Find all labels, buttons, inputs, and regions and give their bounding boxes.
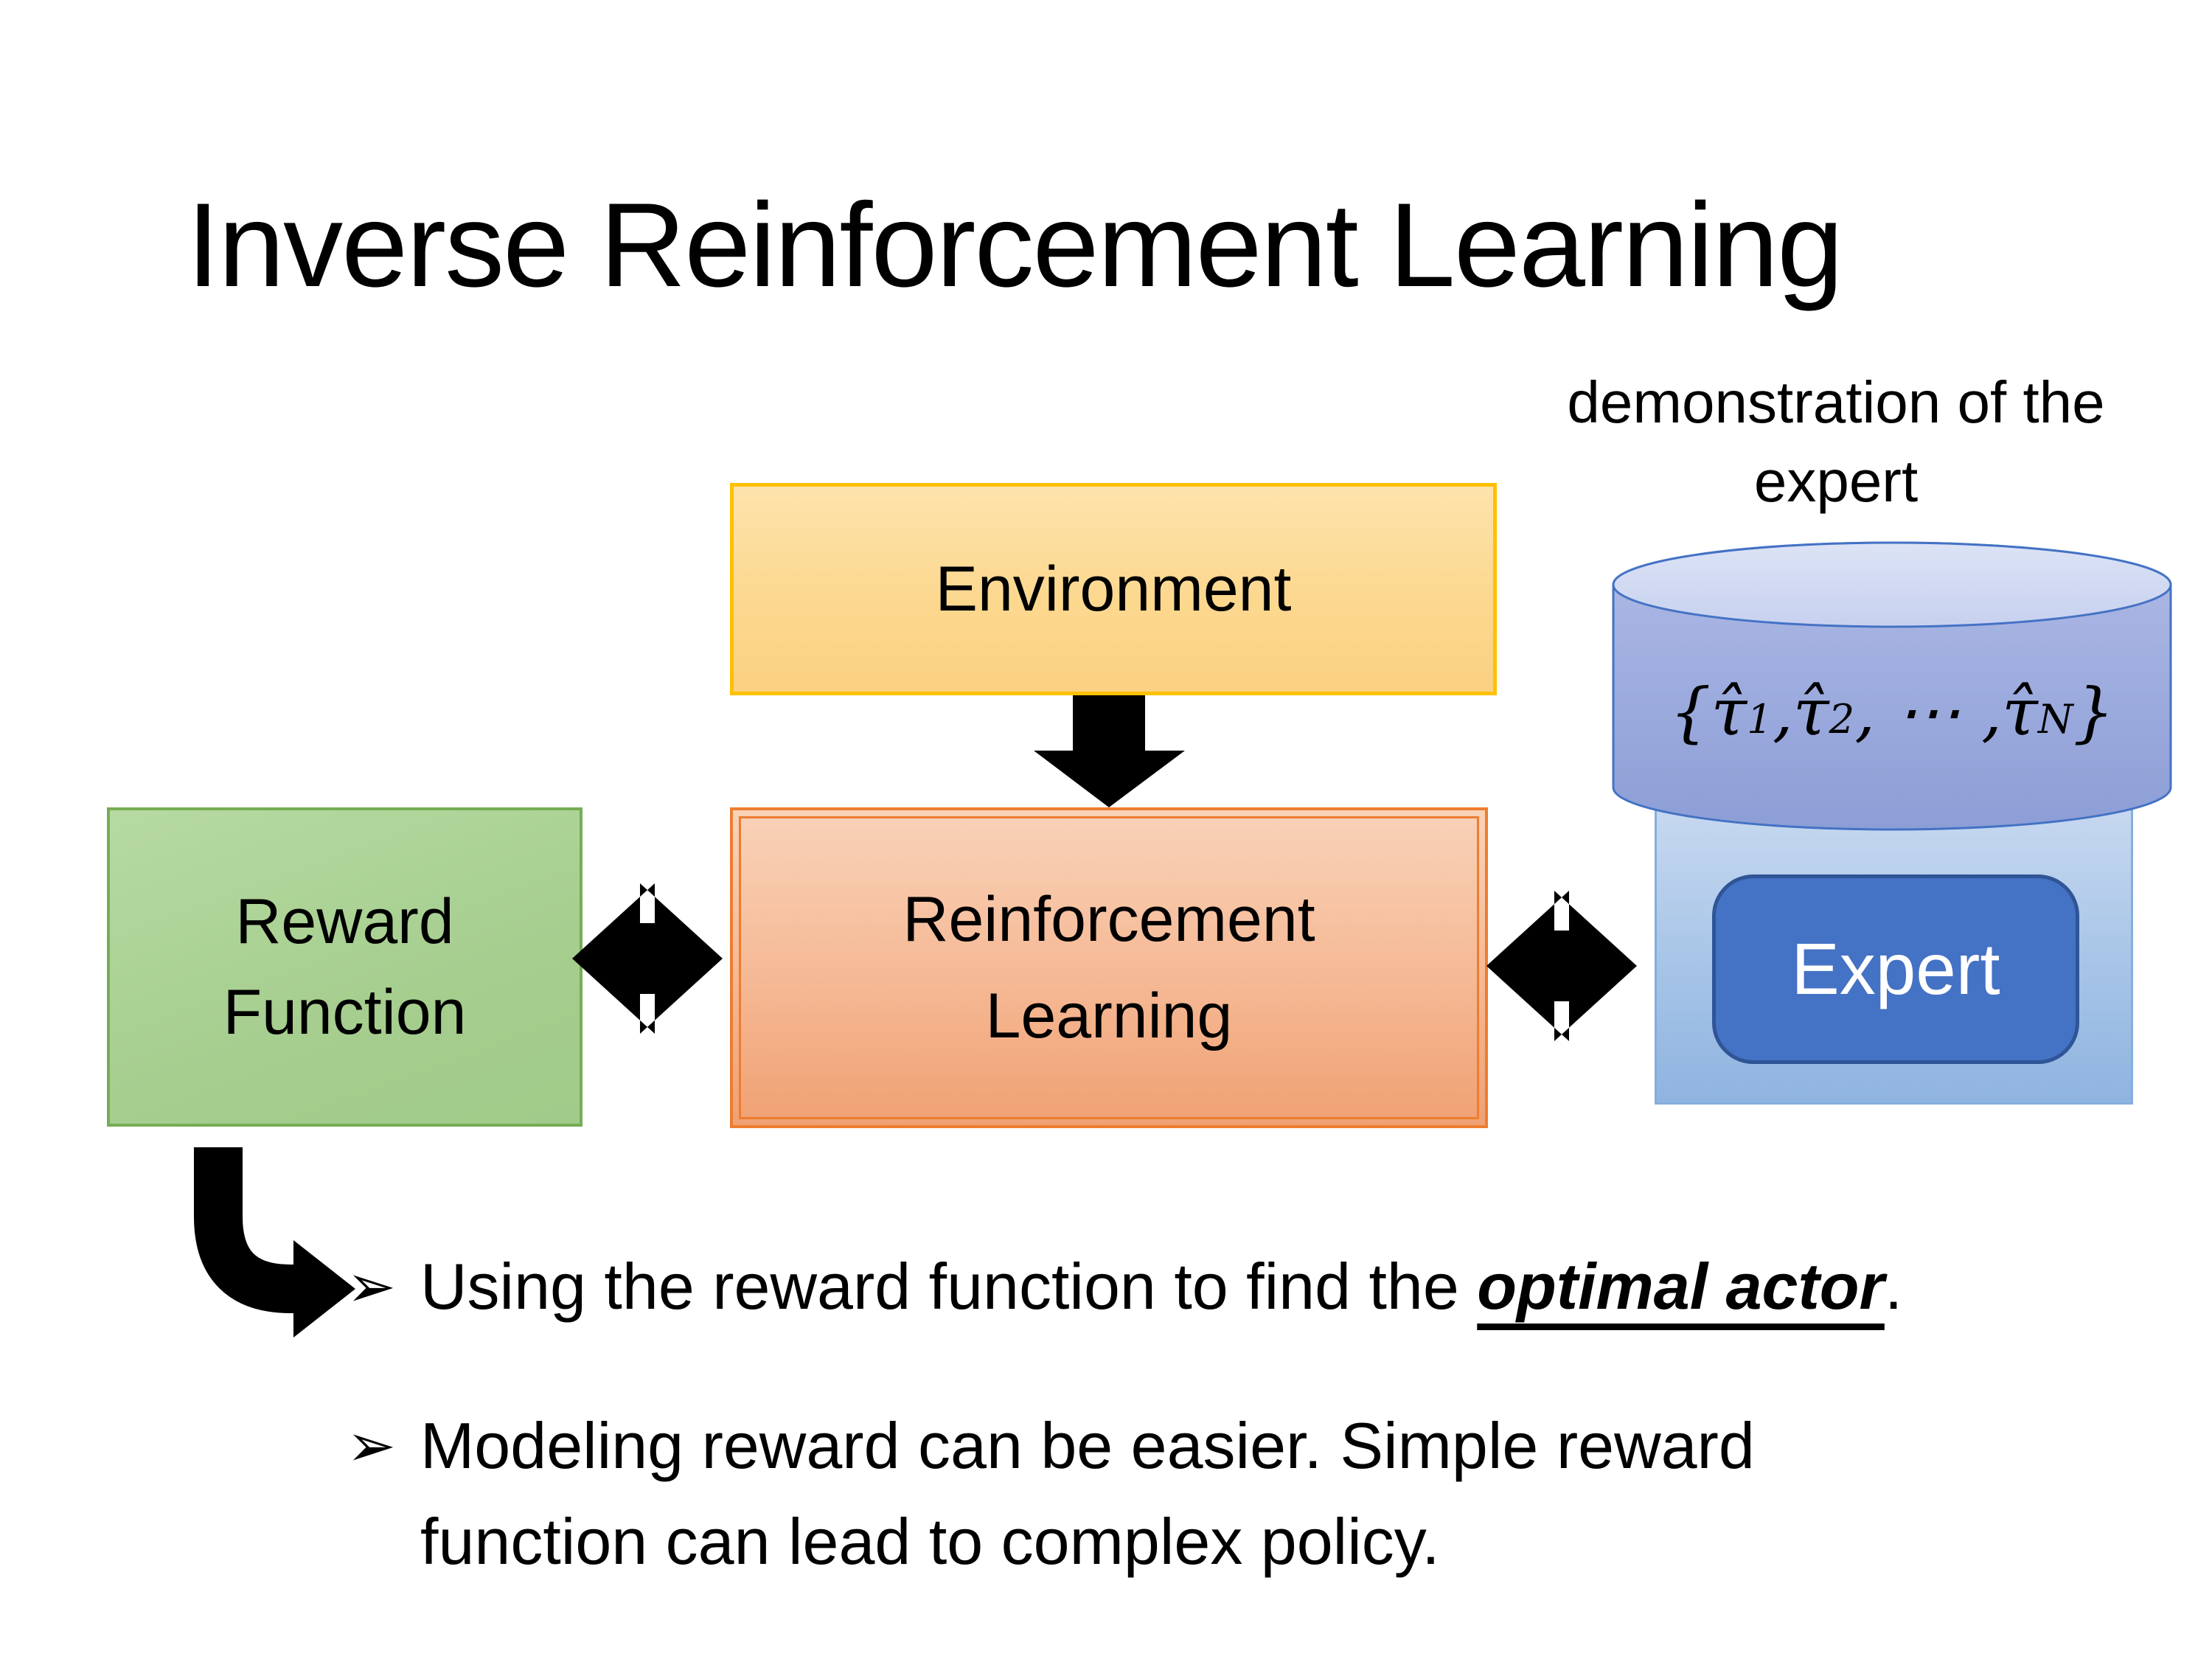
environment-to-rl-arrow-icon — [1034, 695, 1185, 807]
page-title: Inverse Reinforcement Learning — [187, 178, 1843, 312]
bullet-item-2: ➢ Modeling reward can be easier. Simple … — [347, 1398, 1969, 1590]
environment-box: Environment — [730, 483, 1497, 695]
demonstration-label: demonstration of the expert — [1567, 369, 2105, 515]
expert-box: Expert — [1712, 874, 2079, 1064]
formula-close-brace: } — [2073, 673, 2115, 750]
reinforcement-learning-label: Reinforcement Learning — [902, 883, 1315, 1051]
bullet-item-1: ➢ Using the reward function to find the … — [347, 1239, 2116, 1335]
bullet-2-text: Modeling reward can be easier. Simple re… — [420, 1409, 1755, 1579]
expert-label: Expert — [1791, 928, 2000, 1010]
bullet-1-pre: Using the reward function to find the — [420, 1250, 1478, 1323]
reinforcement-learning-box: Reinforcement Learning — [730, 807, 1488, 1128]
formula-separator-2: , ⋯ , — [1854, 673, 2003, 750]
rl-expert-double-arrow-icon — [1486, 891, 1637, 1041]
formula-tau-1: τ̂ — [1711, 673, 1747, 750]
environment-label: Environment — [935, 553, 1292, 625]
expert-trajectories-formula: {τ̂1, τ̂2, ⋯ , τ̂N} — [1669, 673, 2115, 750]
reward-rl-double-arrow-icon — [572, 883, 723, 1034]
reward-to-bullets-bent-arrow-icon — [194, 1147, 355, 1338]
formula-open-brace: { — [1669, 673, 1711, 750]
formula-tau-2: τ̂ — [1792, 673, 1829, 750]
bullet-1-emphasis: optimal actor — [1477, 1250, 1885, 1323]
bullet-arrowhead-icon: ➢ — [347, 1253, 397, 1319]
bullet-arrowhead-icon: ➢ — [347, 1413, 397, 1478]
formula-tau-n: τ̂ — [2002, 673, 2038, 750]
reward-function-box: Reward Function — [107, 807, 582, 1127]
bullet-1-text: Using the reward function to find the op… — [420, 1239, 1902, 1335]
bullet-1-post: . — [1884, 1250, 1903, 1323]
formula-separator-1: , — [1772, 673, 1793, 750]
reward-function-label: Reward Function — [223, 886, 467, 1048]
